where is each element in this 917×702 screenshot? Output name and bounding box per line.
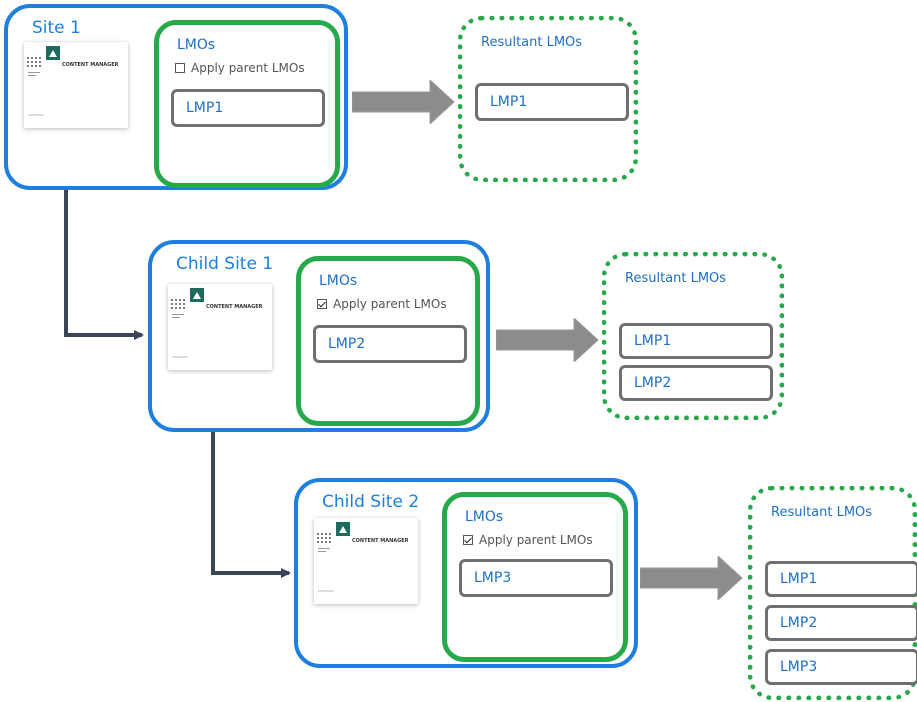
apply-parent-lmos-label: Apply parent LMOs	[479, 533, 593, 547]
content-manager-logo-icon	[171, 288, 204, 358]
child-site-2-title: Child Site 2	[322, 492, 420, 512]
lmo-panel-title: LMOs	[465, 509, 504, 525]
lmp-item: LMP3	[459, 559, 613, 597]
apply-parent-lmos-checkbox[interactable]	[317, 299, 327, 309]
resultant-lmp-item: LMP1	[765, 561, 917, 597]
child-site-1-title: Child Site 1	[176, 254, 274, 274]
lmo-panel-title: LMOs	[177, 37, 216, 53]
resultant-lmos-box: Resultant LMOs LMP1 LMP2	[602, 252, 784, 420]
resultant-lmp-item: LMP2	[619, 365, 773, 401]
child-site-2-box: Child Site 2 CONTENT MANAGER LMOs Apply …	[294, 478, 638, 668]
resultant-lmp-item: LMP1	[619, 323, 773, 359]
arrow-right-icon	[352, 80, 455, 124]
apply-parent-lmos-row[interactable]: Apply parent LMOs	[463, 533, 593, 547]
lmo-panel-title: LMOs	[319, 273, 358, 289]
content-manager-thumbnail: CONTENT MANAGER	[314, 518, 418, 604]
content-manager-logo-icon	[27, 46, 60, 116]
content-manager-thumbnail: CONTENT MANAGER	[24, 42, 128, 128]
resultant-lmp-item: LMP1	[475, 83, 629, 121]
arrow-right-icon	[496, 318, 599, 362]
site-1-box: Site 1 CONTENT MANAGER LMOs Apply parent…	[4, 4, 348, 190]
apply-parent-lmos-label: Apply parent LMOs	[333, 297, 447, 311]
arrow-right-icon	[640, 556, 743, 600]
resultant-lmos-title: Resultant LMOs	[481, 35, 583, 50]
apply-parent-lmos-checkbox[interactable]	[175, 63, 185, 73]
resultant-lmos-box: Resultant LMOs LMP1	[458, 16, 638, 182]
resultant-lmos-title: Resultant LMOs	[771, 505, 873, 520]
content-manager-logo-icon	[317, 522, 350, 592]
content-manager-thumbnail: CONTENT MANAGER	[168, 284, 272, 370]
lmo-panel: LMOs Apply parent LMOs LMP3	[442, 492, 628, 662]
apply-parent-lmos-row[interactable]: Apply parent LMOs	[317, 297, 447, 311]
apply-parent-lmos-checkbox[interactable]	[463, 535, 473, 545]
resultant-lmp-item: LMP2	[765, 605, 917, 641]
content-manager-label: CONTENT MANAGER	[62, 62, 119, 68]
apply-parent-lmos-row[interactable]: Apply parent LMOs	[175, 61, 305, 75]
content-manager-label: CONTENT MANAGER	[206, 304, 263, 310]
lmo-panel: LMOs Apply parent LMOs LMP2	[296, 256, 480, 426]
site-1-title: Site 1	[32, 18, 81, 38]
connector-child1-to-child2	[211, 432, 291, 578]
content-manager-label: CONTENT MANAGER	[352, 538, 409, 544]
resultant-lmos-title: Resultant LMOs	[625, 271, 727, 286]
connector-site1-to-child1	[64, 190, 144, 340]
lmp-item: LMP2	[313, 325, 467, 363]
lmo-panel: LMOs Apply parent LMOs LMP1	[154, 20, 340, 188]
lmp-item: LMP1	[171, 89, 325, 127]
resultant-lmp-item: LMP3	[765, 649, 917, 685]
apply-parent-lmos-label: Apply parent LMOs	[191, 61, 305, 75]
child-site-1-box: Child Site 1 CONTENT MANAGER LMOs Apply …	[148, 240, 490, 432]
resultant-lmos-box: Resultant LMOs LMP1 LMP2 LMP3	[748, 486, 917, 700]
